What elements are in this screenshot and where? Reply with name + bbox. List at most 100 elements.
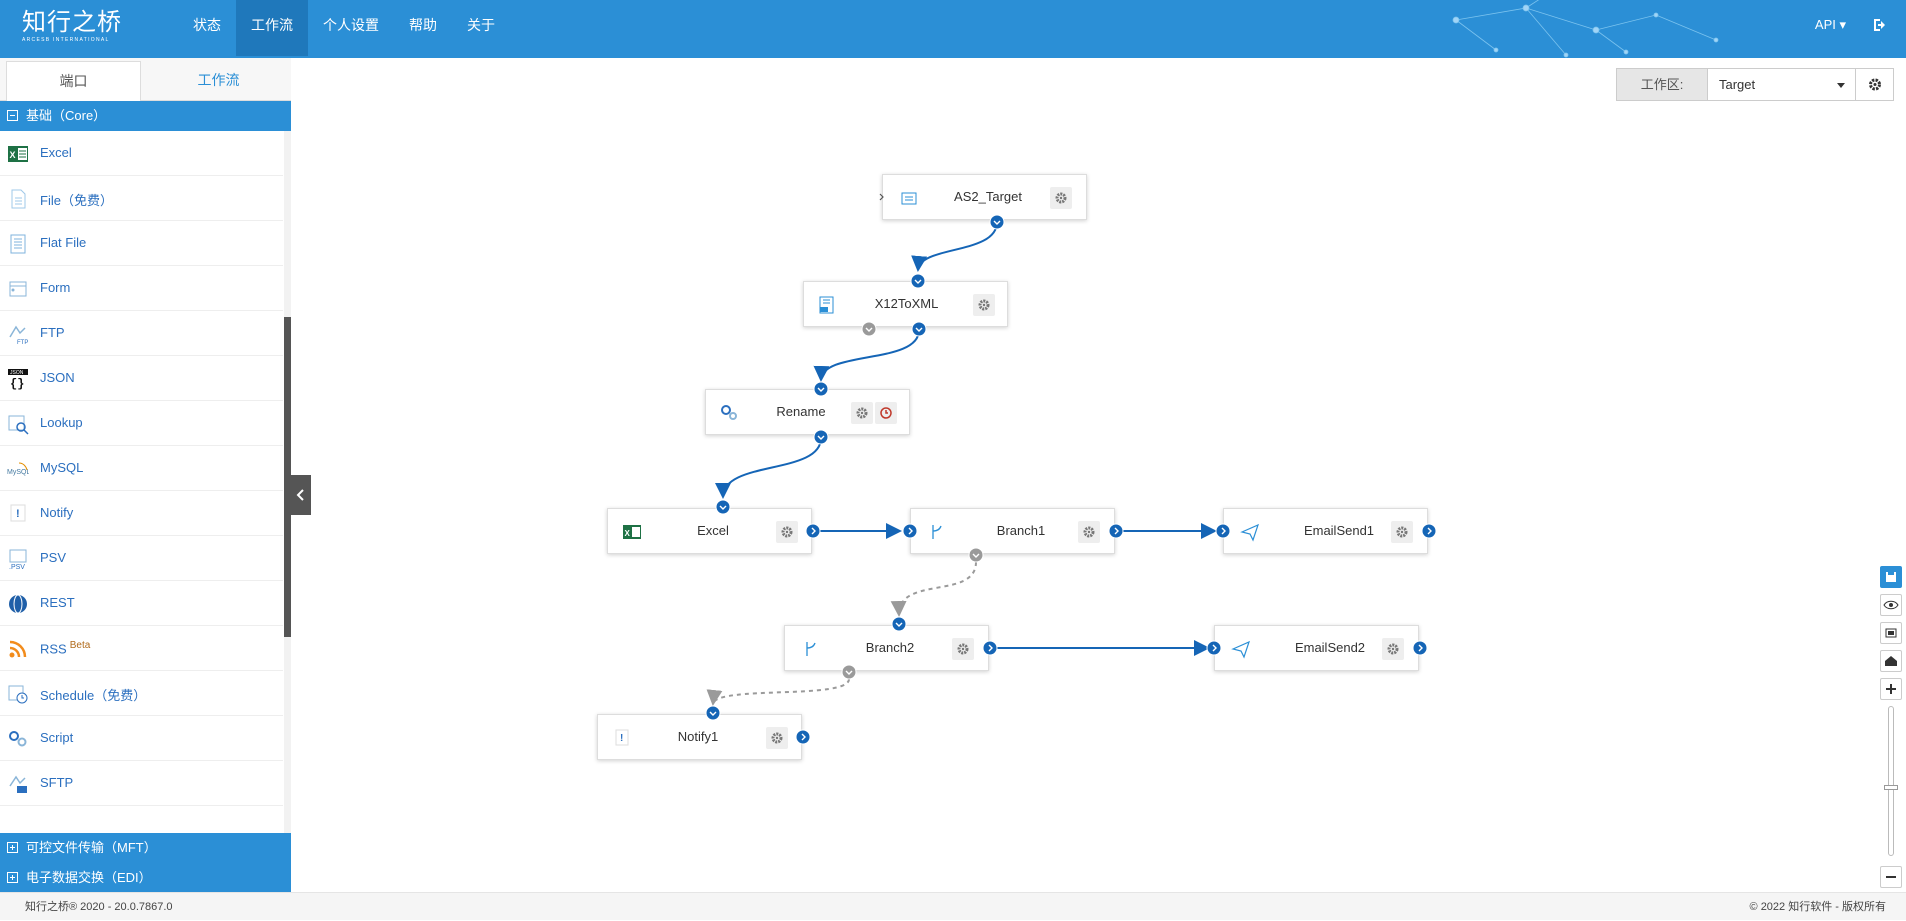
connector-psv[interactable]: .PSV PSV <box>0 536 283 581</box>
node-error-button[interactable] <box>875 402 897 424</box>
input-port[interactable] <box>813 381 829 397</box>
output-port[interactable] <box>911 321 927 337</box>
node-settings-button[interactable] <box>1078 521 1100 543</box>
workspace-settings-button[interactable] <box>1855 69 1893 100</box>
connector-script[interactable]: Script <box>0 716 283 761</box>
nav-about[interactable]: 关于 <box>467 17 495 33</box>
connector-flat-file[interactable]: Flat File <box>0 221 283 266</box>
chevron-left-icon <box>296 489 304 501</box>
output-port[interactable] <box>1412 640 1428 656</box>
flow-node-notify1[interactable]: ! Notify1 <box>597 714 802 760</box>
chevron-right-icon <box>879 193 884 201</box>
flow-node-as2-target[interactable]: AS2_Target <box>882 174 1087 220</box>
output-port[interactable] <box>795 729 811 745</box>
node-settings-button[interactable] <box>851 402 873 424</box>
category-edi-header[interactable]: 电子数据交换（EDI） <box>0 863 291 893</box>
connector-form[interactable]: Form <box>0 266 283 311</box>
flow-node-branch1[interactable]: Branch1 <box>910 508 1115 554</box>
zoom-slider[interactable] <box>1884 706 1898 856</box>
output-port[interactable] <box>989 214 1005 230</box>
sidebar-scrollbar[interactable] <box>284 131 291 833</box>
nav-personal-settings[interactable]: 个人设置 <box>323 17 379 33</box>
copyright-text: © 2022 知行软件 - 版权所有 <box>1749 901 1886 913</box>
node-settings-button[interactable] <box>1382 638 1404 660</box>
zoom-slider-knob[interactable] <box>1884 785 1898 790</box>
beta-badge: Beta <box>69 640 91 651</box>
fit-screen-icon <box>1885 628 1897 638</box>
nav-workflow[interactable]: 工作流 <box>236 0 308 56</box>
excel-icon: X <box>8 146 28 162</box>
logout-icon[interactable] <box>1872 17 1888 33</box>
api-menu[interactable]: API ▾ <box>1814 17 1846 32</box>
input-port[interactable] <box>910 273 926 289</box>
svg-text:FTP: FTP <box>17 340 28 345</box>
connector-schedule[interactable]: Schedule（免费） <box>0 671 283 716</box>
connector-excel[interactable]: X Excel <box>0 131 283 176</box>
else-port[interactable] <box>968 547 984 563</box>
svg-text:!: ! <box>16 508 20 520</box>
save-button[interactable] <box>1880 566 1902 588</box>
else-port[interactable] <box>841 664 857 680</box>
home-button[interactable] <box>1880 650 1902 672</box>
output-port[interactable] <box>1421 523 1437 539</box>
sidebar-collapse-button[interactable] <box>291 475 311 515</box>
json-icon: JSON{} <box>8 369 28 390</box>
connector-rest[interactable]: REST <box>0 581 283 626</box>
node-settings-button[interactable] <box>1050 187 1072 209</box>
flow-node-rename[interactable]: Rename <box>705 389 910 435</box>
zoom-out-button[interactable] <box>1880 866 1902 888</box>
input-port[interactable] <box>1206 640 1222 656</box>
flow-node-branch2[interactable]: Branch2 <box>784 625 989 671</box>
top-navbar: 知行之桥 ARCESB INTERNATIONAL 状态 工作流 个人设置 帮助… <box>0 0 1906 58</box>
connector-sftp[interactable]: SFTP <box>0 761 283 806</box>
gear-icon <box>771 732 783 744</box>
fit-view-button[interactable] <box>1880 622 1902 644</box>
tab-workflows[interactable]: 工作流 <box>197 72 240 88</box>
input-port[interactable] <box>891 616 907 632</box>
category-mft-header[interactable]: 可控文件传输（MFT） <box>0 833 291 863</box>
node-settings-button[interactable] <box>1391 521 1413 543</box>
node-settings-button[interactable] <box>952 638 974 660</box>
connector-label: JSON <box>40 370 75 385</box>
ftp-icon: FTP <box>9 325 28 345</box>
input-port[interactable] <box>715 499 731 515</box>
input-port[interactable] <box>1215 523 1231 539</box>
flow-node-excel[interactable]: X Excel <box>607 508 812 554</box>
error-port[interactable] <box>861 321 877 337</box>
brand-logo[interactable]: 知行之桥 ARCESB INTERNATIONAL <box>22 8 122 48</box>
flow-node-emailsend1[interactable]: EmailSend1 <box>1223 508 1428 554</box>
connector-ftp[interactable]: FTP FTP <box>0 311 283 356</box>
node-label: EmailSend2 <box>1294 640 1366 655</box>
mysql-icon: MySQL <box>7 462 29 476</box>
preview-button[interactable] <box>1880 594 1902 616</box>
connector-json[interactable]: JSON{} JSON <box>0 356 283 401</box>
connector-notify[interactable]: ! Notify <box>0 491 283 536</box>
node-label: Notify1 <box>677 729 719 744</box>
workspace-dropdown[interactable]: Target <box>1707 69 1855 100</box>
output-port[interactable] <box>813 429 829 445</box>
tab-ports[interactable]: 端口 <box>6 61 141 101</box>
input-port[interactable] <box>902 523 918 539</box>
node-settings-button[interactable] <box>973 294 995 316</box>
output-port[interactable] <box>805 523 821 539</box>
connector-label: Flat File <box>40 235 87 250</box>
output-port[interactable] <box>1108 523 1124 539</box>
connector-file[interactable]: File（免费） <box>0 176 283 221</box>
input-port[interactable] <box>705 705 721 721</box>
connector-label: File（免费） <box>40 193 113 208</box>
notify-icon: ! <box>10 504 26 522</box>
flow-node-x12toxml[interactable]: X12ToXML <box>803 281 1008 327</box>
node-settings-button[interactable] <box>766 727 788 749</box>
connector-lookup[interactable]: Lookup <box>0 401 283 446</box>
network-decoration <box>1452 0 1719 58</box>
scrollbar-thumb[interactable] <box>284 317 291 637</box>
flow-node-emailsend2[interactable]: EmailSend2 <box>1214 625 1419 671</box>
connector-mysql[interactable]: MySQL MySQL <box>0 446 283 491</box>
nav-help[interactable]: 帮助 <box>409 17 437 33</box>
nav-status[interactable]: 状态 <box>193 17 221 33</box>
category-core-header[interactable]: 基础（Core） <box>0 101 291 131</box>
zoom-in-button[interactable] <box>1880 678 1902 700</box>
output-port[interactable] <box>982 640 998 656</box>
node-settings-button[interactable] <box>776 521 798 543</box>
